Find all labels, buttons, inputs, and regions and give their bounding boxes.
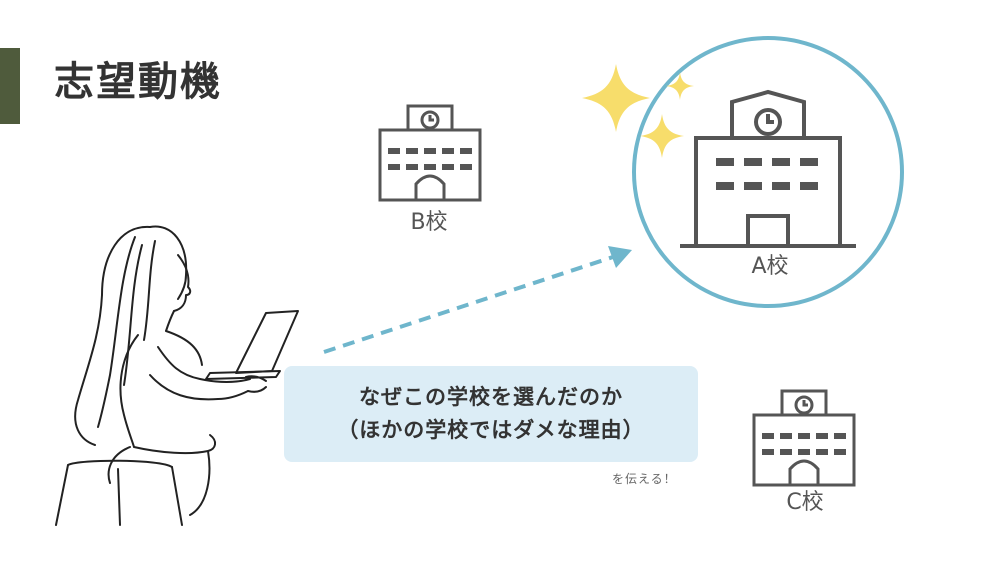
- school-c-label: C校: [786, 490, 824, 515]
- accent-bar: [0, 48, 20, 124]
- school-b-icon: [378, 104, 482, 202]
- school-b-label: B校: [410, 210, 448, 235]
- school-c-icon: [752, 389, 856, 487]
- sparkle-icon: [582, 64, 694, 158]
- dashed-arrow: [323, 246, 632, 354]
- slide-title: 志望動機: [54, 59, 222, 105]
- callout-line-2: （ほかの学校ではダメな理由）: [337, 418, 645, 442]
- school-a-label: A校: [751, 254, 789, 279]
- callout-box: なぜこの学校を選んだのか （ほかの学校ではダメな理由）: [284, 366, 698, 462]
- highlight-circle: [632, 36, 904, 308]
- note-text: を伝える！: [612, 472, 677, 486]
- callout-line-1: なぜこの学校を選んだのか: [359, 385, 623, 410]
- woman-laptop-illustration: [55, 225, 299, 526]
- school-a-highlight: [632, 36, 904, 308]
- school-a-icon: [680, 89, 856, 248]
